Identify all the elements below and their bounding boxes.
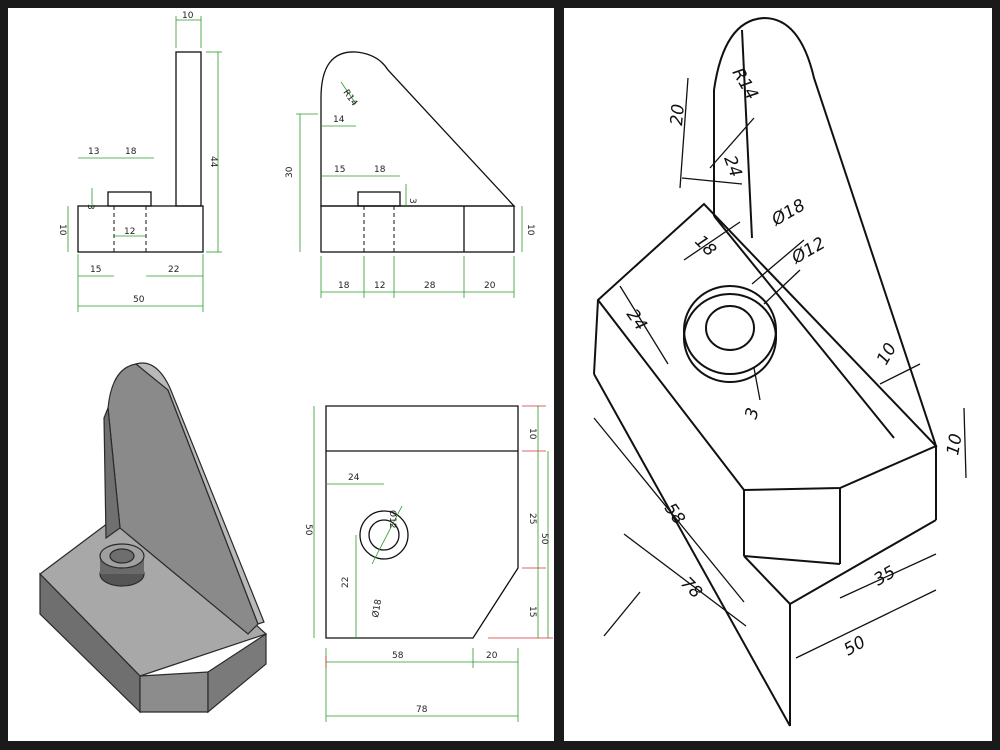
iso-dim-boss-offset: 18 [690,231,720,261]
dim-front-boss-height: 3 [85,204,95,210]
iso-dim-radius: R14 [728,65,762,104]
dim-front-boss-width: 18 [125,147,137,157]
iso-dim-boss-height: 3 [742,406,764,422]
iso-boss [683,285,777,383]
orthographic-drawing: 10 44 13 18 3 10 12 15 22 50 R14 14 30 1… [39,11,553,722]
dim-side-seg1: 18 [338,281,350,291]
side-view [320,51,516,253]
dim-top-band: 10 [527,428,537,440]
dim-top-len1: 58 [392,651,404,661]
dim-front-hole: 12 [124,227,135,237]
iso-dim-depth: 24 [622,305,651,334]
dim-front-top-width: 10 [182,11,194,21]
dim-top-hole-y: 22 [341,577,351,588]
top-view-dimensions [313,406,549,722]
dim-front-bottom-left: 15 [90,265,101,275]
side-view-dimensions [296,81,523,298]
iso-dim-dia-outer: Ø18 [768,195,809,230]
iso-dim-chamfer: 35 [871,562,900,590]
orthographic-panel: 10 44 13 18 3 10 12 15 22 50 R14 14 30 1… [8,8,554,741]
iso-dim-base-height: 10 [943,432,966,457]
dim-top-outer-dia: Ø18 [370,598,384,618]
dim-top-hole-x: 24 [348,473,360,483]
dim-side-arc-offset: 14 [333,115,345,125]
shaded-3d-model [39,362,268,714]
dim-side-boss-width: 18 [374,165,386,175]
iso-body [593,16,938,727]
dim-side-seg3: 28 [424,281,436,291]
iso-dim-dia-inner: Ø12 [788,234,829,269]
dim-side-height: 30 [285,166,295,178]
front-view [77,51,204,253]
dim-top-chamfer: 15 [527,606,537,617]
dim-side-radius: R14 [341,88,360,108]
iso-dim-width: 50 [841,632,870,660]
dim-front-height: 44 [208,156,218,168]
dim-top-inner-25: 25 [527,513,537,524]
iso-sketch-dimensions [593,77,967,659]
isometric-sketch-panel: 20 R14 24 Ø18 Ø12 18 24 3 10 10 58 78 35… [564,8,992,741]
dim-side-boss-height: 3 [407,198,417,204]
dim-front-overall: 50 [133,295,145,305]
dim-front-base-height: 10 [57,224,67,236]
iso-dim-arc-height: 20 [667,103,689,126]
dim-top-inner-dia: Ø12 [387,510,398,529]
iso-dim-rib: 10 [873,340,901,369]
front-view-dimensions [67,16,222,312]
dim-top-depth: 50 [303,524,313,536]
dim-top-inner-50: 50 [539,533,549,545]
top-view [325,405,519,639]
dim-side-left-offset: 15 [334,165,345,175]
dim-side-base-height: 10 [525,224,535,236]
dim-side-seg2: 12 [374,281,385,291]
dim-side-seg4: 20 [484,281,496,291]
top-view-red-markers [325,405,553,668]
dim-front-left-offset: 13 [88,147,99,157]
dim-top-total: 78 [416,705,428,715]
dim-front-bottom-right: 22 [168,265,179,275]
iso-dim-arc-width: 24 [719,153,745,180]
iso-dim-len-total: 78 [676,573,706,603]
isometric-sketch: 20 R14 24 Ø18 Ø12 18 24 3 10 10 58 78 35… [593,16,967,727]
dim-top-len2: 20 [486,651,498,661]
